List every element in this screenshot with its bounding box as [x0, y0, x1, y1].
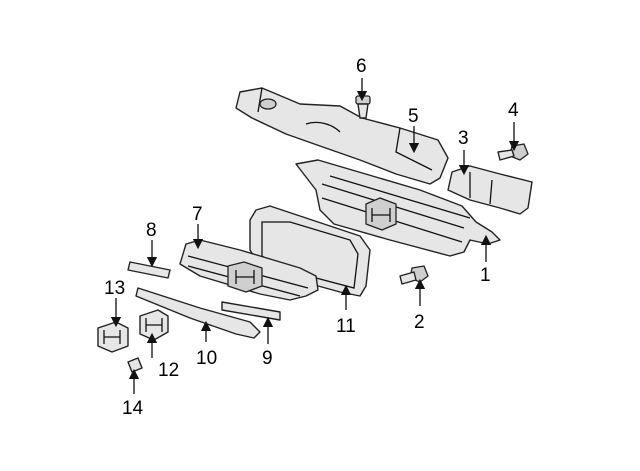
callout-3: 3	[458, 128, 469, 149]
molding-strip-part-8	[127, 261, 171, 279]
callout-14: 14	[122, 398, 144, 419]
bolt-part-4	[497, 143, 529, 161]
long-molding-part-10	[135, 287, 261, 339]
bolt-part-2	[399, 265, 429, 285]
callout-11: 11	[336, 316, 356, 337]
callout-12: 12	[158, 360, 179, 381]
callout-5: 5	[408, 106, 419, 127]
lower-grille-part	[179, 239, 319, 301]
callout-6: 6	[356, 56, 367, 77]
upper-cover-part	[235, 87, 449, 185]
emblem-part-13	[97, 321, 129, 353]
clip-part-14	[127, 357, 143, 373]
callout-7: 7	[192, 204, 203, 225]
callout-1: 1	[480, 265, 491, 286]
clip-part	[355, 95, 371, 119]
callout-4: 4	[508, 100, 519, 121]
callout-8: 8	[146, 220, 157, 241]
leader-lines	[110, 78, 520, 394]
callout-10: 10	[196, 348, 217, 369]
emblem-part-12	[139, 309, 169, 341]
callout-13: 13	[104, 278, 125, 299]
bracket-part	[447, 165, 533, 215]
lower-trim-part-9	[221, 301, 281, 321]
callout-2: 2	[414, 312, 425, 333]
callout-9: 9	[262, 348, 273, 369]
